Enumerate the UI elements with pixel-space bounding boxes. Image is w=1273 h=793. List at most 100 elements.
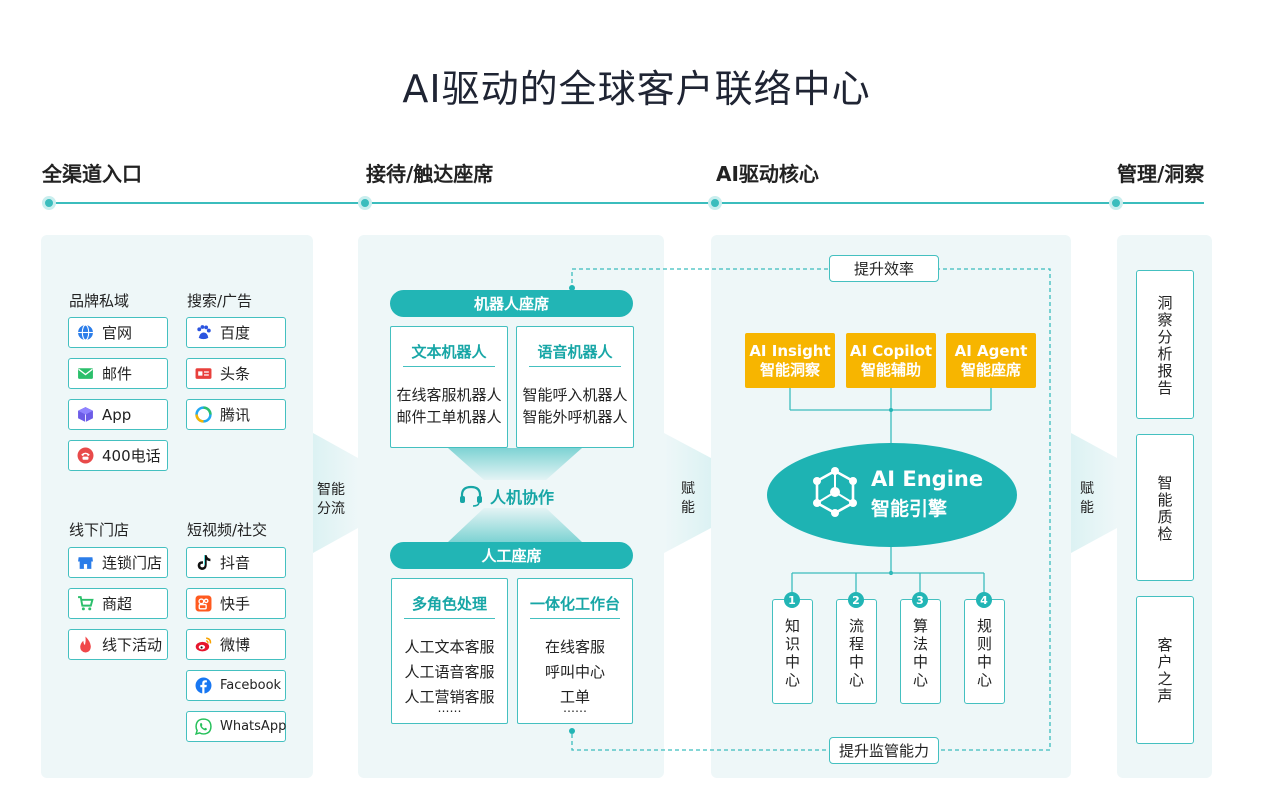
channel-chip-toutiao[interactable]: 头条 — [186, 358, 286, 389]
divider — [530, 618, 620, 619]
multi-role-box: 多角色处理 人工文本客服 人工语音客服 人工营销客服 …… — [391, 578, 508, 724]
ai-card-en: AI Insight — [749, 342, 831, 360]
customer-voice-label: 客户之声 — [1157, 636, 1173, 705]
timeline-line — [48, 202, 1204, 204]
multi-role-item: 人工语音客服 — [404, 663, 495, 681]
divider — [529, 366, 621, 367]
flame-icon — [77, 636, 94, 653]
voice-bot-item: 智能呼入机器人 — [522, 386, 628, 404]
text-bot-item: 邮件工单机器人 — [396, 408, 502, 426]
channel-chip-chain-store[interactable]: 连锁门店 — [68, 547, 168, 578]
ai-card-zh: 智能座席 — [960, 361, 1021, 379]
stage-label-channels: 全渠道入口 — [42, 162, 142, 186]
supervision-label: 提升监管能力 — [829, 737, 939, 764]
ai-card-en: AI Agent — [954, 342, 1028, 360]
channel-label: 连锁门店 — [102, 554, 163, 572]
smart-routing-line-2: 分流 — [317, 501, 345, 517]
channel-label: 头条 — [220, 365, 251, 383]
voice-bot-box: 语音机器人 智能呼入机器人 智能外呼机器人 — [516, 326, 634, 448]
channel-chip-baidu[interactable]: 百度 — [186, 317, 286, 348]
stage-label-seats: 接待/触达座席 — [366, 162, 494, 186]
empower-char: 赋 — [1080, 481, 1094, 497]
channel-label: 腾讯 — [220, 406, 251, 424]
group-title-brand: 品牌私域 — [69, 292, 130, 310]
empower-char: 能 — [1080, 500, 1094, 516]
channel-chip-whatsapp[interactable]: WhatsApp — [186, 711, 286, 742]
timeline-dot — [358, 196, 372, 210]
workbench-title: 一体化工作台 — [529, 595, 620, 613]
channel-chip-facebook[interactable]: Facebook — [186, 670, 286, 701]
ai-insight-card: AI Insight 智能洞察 — [745, 333, 835, 388]
center-label: 知识中心 — [784, 617, 800, 689]
text-bot-item: 在线客服机器人 — [396, 386, 502, 404]
empower-char: 能 — [681, 500, 695, 516]
channel-label: App — [102, 405, 132, 424]
center-number-badge: 2 — [848, 592, 864, 608]
efficiency-label: 提升效率 — [829, 255, 939, 282]
baidu-icon — [195, 324, 212, 341]
human-seat-header: 人工座席 — [390, 542, 633, 569]
empower-label-left: 赋 能 — [673, 480, 703, 518]
engine-title-en: AI Engine — [871, 467, 984, 491]
channel-chip-tencent[interactable]: 腾讯 — [186, 399, 286, 430]
center-number-badge: 1 — [784, 592, 800, 608]
knowledge-center-box: 知识中心 — [772, 599, 813, 704]
group-title-offline: 线下门店 — [69, 521, 130, 539]
multi-role-item: 人工文本客服 — [404, 638, 495, 656]
weibo-icon — [195, 636, 212, 653]
center-number-badge: 3 — [912, 592, 928, 608]
customer-voice-box: 客户之声 — [1136, 596, 1194, 744]
text-bot-box: 文本机器人 在线客服机器人 邮件工单机器人 — [390, 326, 508, 448]
phone-icon — [77, 447, 94, 464]
insight-report-box: 洞察分析报告 — [1136, 270, 1194, 419]
channel-label: 邮件 — [102, 365, 133, 383]
center-label: 算法中心 — [912, 617, 928, 689]
channel-chip-website[interactable]: 官网 — [68, 317, 168, 348]
multi-role-title: 多角色处理 — [411, 595, 487, 613]
channel-chip-kuaishou[interactable]: 快手 — [186, 588, 286, 619]
workbench-item: 呼叫中心 — [544, 663, 605, 681]
insight-report-label: 洞察分析报告 — [1157, 294, 1173, 397]
group-title-search: 搜索/广告 — [187, 292, 253, 310]
network-hexagon-icon — [813, 467, 857, 517]
cart-icon — [77, 595, 94, 612]
channel-label: 快手 — [220, 595, 251, 613]
workbench-item: …… — [563, 701, 587, 715]
smart-routing-label: 智能 分流 — [314, 481, 348, 519]
channel-chip-app[interactable]: App — [68, 399, 168, 430]
ai-card-zh: 智能洞察 — [759, 361, 820, 379]
channel-label: 微博 — [220, 636, 251, 654]
whatsapp-icon — [195, 718, 212, 735]
ai-copilot-card: AI Copilot 智能辅助 — [846, 333, 936, 388]
workbench-box: 一体化工作台 在线客服 呼叫中心 工单 …… — [517, 578, 633, 724]
algorithm-center-box: 算法中心 — [900, 599, 941, 704]
stage-label-management: 管理/洞察 — [1117, 162, 1205, 186]
channel-label: 百度 — [220, 324, 251, 342]
voice-bot-title: 语音机器人 — [537, 343, 613, 361]
center-label: 流程中心 — [848, 617, 864, 689]
ai-agent-card: AI Agent 智能座席 — [946, 333, 1036, 388]
rule-center-box: 规则中心 — [964, 599, 1005, 704]
app-cube-icon — [77, 406, 94, 423]
channel-chip-phone[interactable]: 400电话 — [68, 440, 168, 471]
text-bot-title: 文本机器人 — [411, 343, 487, 361]
store-icon — [77, 554, 94, 571]
collaboration-funnel — [448, 448, 582, 542]
channel-chip-email[interactable]: 邮件 — [68, 358, 168, 389]
facebook-icon — [195, 677, 212, 694]
quality-inspection-label: 智能质检 — [1157, 474, 1173, 543]
globe-icon — [77, 324, 94, 341]
channel-chip-douyin[interactable]: 抖音 — [186, 547, 286, 578]
kuaishou-icon — [195, 595, 212, 612]
channel-chip-supermarket[interactable]: 商超 — [68, 588, 168, 619]
channel-chip-weibo[interactable]: 微博 — [186, 629, 286, 660]
douyin-icon — [195, 554, 212, 571]
stage-label-ai-core: AI驱动核心 — [716, 162, 819, 186]
center-number-badge: 4 — [976, 592, 992, 608]
empower-char: 赋 — [681, 481, 695, 497]
engine-title-zh: 智能引擎 — [871, 498, 948, 520]
divider — [403, 366, 495, 367]
human-machine-collaboration: 人机协作 — [458, 484, 554, 508]
channel-label: Facebook — [220, 678, 282, 693]
channel-chip-offline-event[interactable]: 线下活动 — [68, 629, 168, 660]
